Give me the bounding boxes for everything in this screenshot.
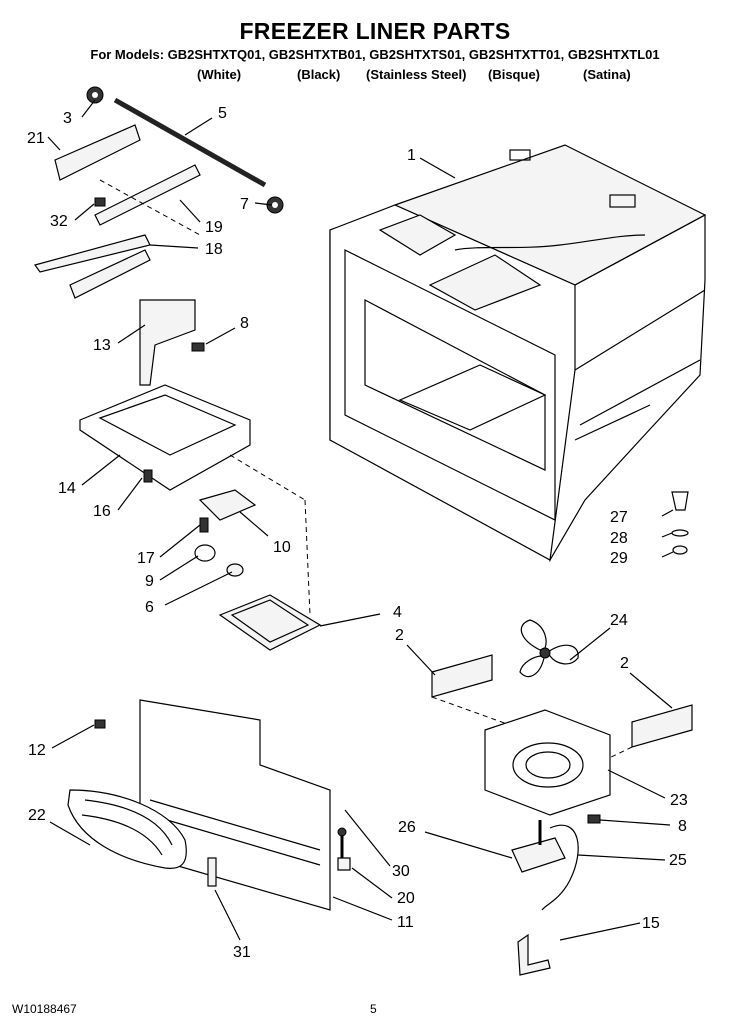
callout-13: 13 <box>93 337 111 354</box>
fan-motor-26 <box>511 820 566 873</box>
callout-5: 5 <box>218 105 227 122</box>
callout-7: 7 <box>240 196 249 213</box>
screw-8-upper <box>191 342 205 352</box>
callout-2-left: 2 <box>395 627 404 644</box>
slide-rail-19 <box>94 164 201 226</box>
callout-22: 22 <box>28 807 46 824</box>
insulation-2-left <box>431 654 493 698</box>
callout-21: 21 <box>27 130 45 147</box>
callout-1: 1 <box>407 147 416 164</box>
insulation-2-right <box>631 704 693 748</box>
light-cover-4 <box>218 594 322 651</box>
clip-16 <box>143 469 153 483</box>
lamp-clip-6 <box>226 563 244 577</box>
bracket-13 <box>139 299 196 386</box>
callout-23: 23 <box>670 792 688 809</box>
damper-assembly <box>671 491 689 555</box>
gear-3 <box>86 86 104 104</box>
light-bulb-9 <box>194 544 216 562</box>
callout-8-upper: 8 <box>240 315 249 332</box>
callout-24: 24 <box>610 612 628 629</box>
callout-16: 16 <box>93 503 111 520</box>
callout-30: 30 <box>392 863 410 880</box>
control-housing-14 <box>79 384 251 491</box>
callout-28: 28 <box>610 530 628 547</box>
callout-32: 32 <box>50 213 68 230</box>
clip-31 <box>207 857 217 887</box>
callout-3: 3 <box>63 110 72 127</box>
callout-17: 17 <box>137 550 155 567</box>
model-list: For Models: GB2SHTXTQ01, GB2SHTXTB01, GB… <box>90 47 660 62</box>
leader-lines <box>47 99 674 941</box>
variant-satina: (Satina) <box>583 67 631 82</box>
pin-30 <box>337 827 347 837</box>
callout-12: 12 <box>28 742 46 759</box>
callout-8-lower: 8 <box>678 818 687 835</box>
variant-bisque: (Bisque) <box>488 67 540 82</box>
callout-29: 29 <box>610 550 628 567</box>
page-title: FREEZER LINER PARTS <box>239 18 511 44</box>
grille-22 <box>67 789 187 869</box>
lamp-socket-10 <box>198 489 257 521</box>
callout-20: 20 <box>397 890 415 907</box>
variant-white: (White) <box>197 67 242 82</box>
fan-housing-23 <box>484 709 611 816</box>
freezer-liner <box>329 144 707 563</box>
callout-31: 31 <box>233 944 251 961</box>
document-number: W10188467 <box>12 1002 77 1016</box>
callout-9: 9 <box>145 573 154 590</box>
page-number: 5 <box>370 1002 377 1016</box>
callout-19: 19 <box>205 219 223 236</box>
callout-26: 26 <box>398 819 416 836</box>
callout-4: 4 <box>393 604 402 621</box>
motor-bracket-15 <box>517 933 551 976</box>
callout-11: 11 <box>397 914 414 931</box>
bracket-21 <box>54 124 141 181</box>
shelf-rod <box>113 97 267 188</box>
callout-15: 15 <box>642 915 660 932</box>
callout-10: 10 <box>273 539 291 556</box>
variant-black: (Black) <box>297 67 341 82</box>
callout-6: 6 <box>145 599 154 616</box>
rail-18-lower <box>69 249 151 299</box>
screw-12 <box>94 719 106 729</box>
fan-blade-24 <box>519 619 579 678</box>
wire-harness-25 <box>541 824 579 911</box>
screw-32 <box>94 197 106 207</box>
spacer-20 <box>337 857 351 871</box>
callout-2-right: 2 <box>620 655 629 672</box>
callout-14: 14 <box>58 480 76 497</box>
screw-8-lower <box>587 814 601 824</box>
callout-25: 25 <box>669 852 687 869</box>
screw-17 <box>199 517 209 533</box>
variant-stainless: (Stainless Steel) <box>366 67 467 82</box>
callout-27: 27 <box>610 509 628 526</box>
callout-18: 18 <box>205 241 223 258</box>
